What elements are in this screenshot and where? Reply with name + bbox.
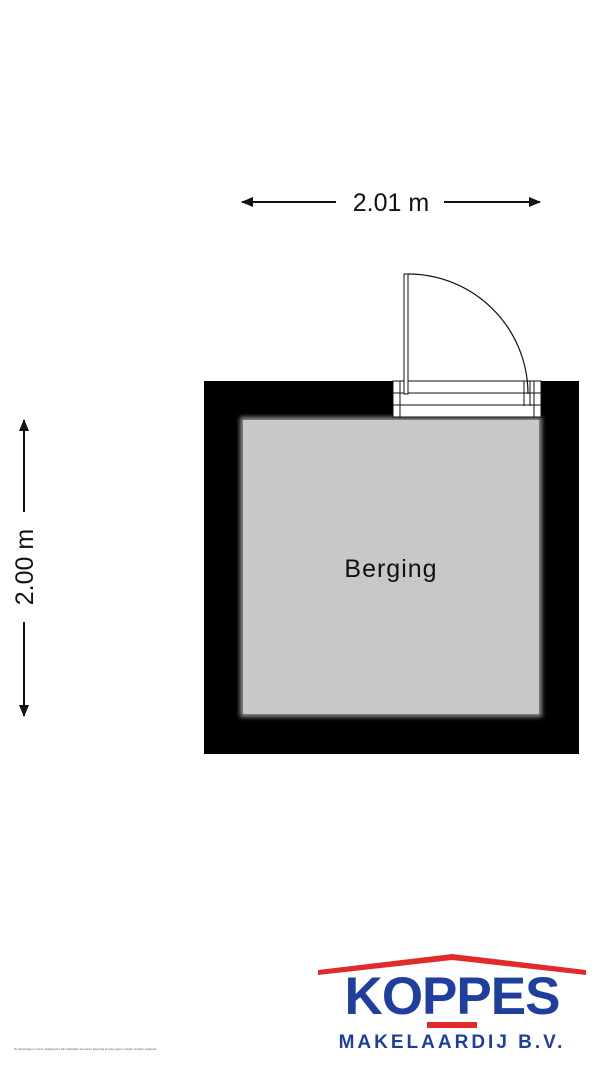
logo-name: KOPPES (344, 967, 561, 1026)
door-swing-arc (407, 273, 529, 395)
logo-roof-icon (318, 954, 586, 1028)
height-dimension: 2.00 m (11, 419, 39, 717)
height-dimension-label: 2.00 m (11, 529, 39, 605)
disclaimer-text: De afmetingen in deze plattegrond zijn i… (14, 1047, 157, 1051)
logo-subtitle: MAKELAARDIJ B.V. (338, 1032, 566, 1053)
room-floor (243, 420, 539, 714)
door (392, 273, 542, 418)
door-leaf (403, 273, 409, 395)
width-dimension: 2.01 m (241, 189, 541, 217)
width-dimension-label: 2.01 m (353, 189, 429, 217)
room-label: Berging (344, 555, 437, 583)
